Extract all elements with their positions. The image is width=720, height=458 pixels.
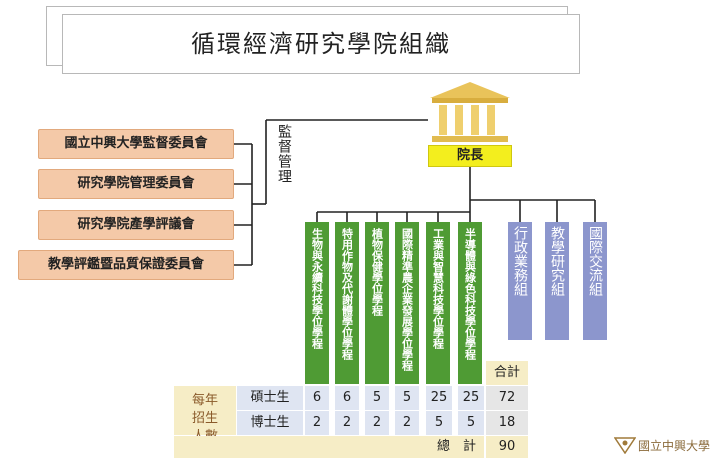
phd-count: 2 — [305, 411, 329, 435]
phd-count: 5 — [426, 411, 452, 435]
unit-administration: 行政業務組 — [508, 222, 532, 340]
program-industrial-smart-tech: 工業與智慧科技學位學程 — [426, 222, 450, 384]
phd-count: 2 — [365, 411, 389, 435]
masters-count: 6 — [335, 386, 359, 410]
masters-count: 5 — [395, 386, 419, 410]
page-title: 循環經濟研究學院組織 — [191, 30, 451, 58]
committee-supervisory: 國立中興大學監督委員會 — [38, 129, 234, 159]
university-seal-icon — [614, 437, 636, 454]
program-semiconductor-green: 半導體與綠色科技學位學程 — [458, 222, 482, 384]
program-special-crops: 特用作物及代謝體學位學程 — [335, 222, 359, 384]
program-precision-agribusiness: 國際精準農企業發展學位學程 — [395, 222, 419, 384]
university-logo-text: 國立中興大學 — [638, 439, 711, 453]
dean-box: 院長 — [428, 145, 512, 167]
committee-industry-review: 研究學院產學評議會 — [38, 210, 234, 240]
phd-label: 博士生 — [237, 411, 303, 435]
phd-count: 2 — [395, 411, 419, 435]
program-plant-health: 植物保健學位學程 — [365, 222, 389, 384]
unit-international: 國際交流組 — [583, 222, 607, 340]
building-icon — [430, 82, 510, 142]
unit-teaching-research: 教學研究組 — [545, 222, 569, 340]
masters-count: 5 — [365, 386, 389, 410]
masters-count: 6 — [305, 386, 329, 410]
annual-enrollment-header: 每年招生人數 — [174, 386, 236, 444]
total-header: 合計 — [486, 361, 528, 385]
supervise-label: 監督管理 — [276, 124, 292, 184]
phd-count: 2 — [335, 411, 359, 435]
phd-count: 5 — [458, 411, 484, 435]
program-bio-sustainability: 生物與永續科技學位學程 — [305, 222, 329, 384]
masters-label: 碩士生 — [237, 386, 303, 410]
grand-total-value: 90 — [486, 436, 528, 458]
phd-total: 18 — [486, 411, 528, 435]
masters-count: 25 — [458, 386, 484, 410]
masters-count: 25 — [426, 386, 452, 410]
grand-total-label: 總 計 — [174, 436, 484, 458]
committee-quality-assurance: 教學評鑑暨品質保證委員會 — [18, 250, 234, 280]
masters-total: 72 — [486, 386, 528, 410]
committee-management: 研究學院管理委員會 — [38, 169, 234, 199]
title-frame-inner — [62, 14, 580, 74]
